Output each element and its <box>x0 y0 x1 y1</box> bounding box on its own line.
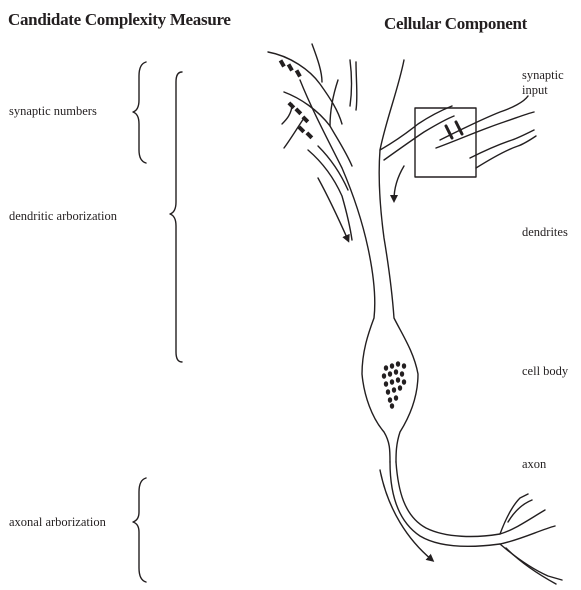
dendrite-mid-left-2 <box>318 146 348 190</box>
arrow-box <box>394 166 404 200</box>
axon-branch-upper-2 <box>508 500 532 522</box>
dendrite-mid-left <box>308 150 352 240</box>
arrow-left-dendrite <box>318 178 348 240</box>
axon-branch-lower <box>500 544 562 580</box>
neuron-right-outline <box>379 60 418 462</box>
dendrite-right-branch <box>380 106 452 150</box>
dendrite-left-branch-b <box>284 92 352 166</box>
dendrite-top-branch <box>350 60 352 106</box>
bracket-dendritic-arborization <box>170 72 182 362</box>
arrow-axon <box>380 470 432 560</box>
synaptic-fiber-3 <box>470 130 534 158</box>
synaptic-input-box <box>415 108 476 177</box>
brace-axonal-arborization <box>133 478 146 582</box>
brace-synaptic-numbers <box>133 62 146 163</box>
dendrite-left-branch-e <box>330 80 338 126</box>
axon-branch-lower-2 <box>506 548 556 584</box>
axon-lower <box>396 462 545 536</box>
dendrite-top-branch-2 <box>356 62 357 110</box>
cell-nucleus <box>382 361 406 409</box>
axon-upper <box>390 462 555 546</box>
dendrite-left-branch-d <box>284 118 304 148</box>
neuron-left-outline <box>300 80 390 462</box>
synaptic-fiber-4 <box>476 136 536 168</box>
